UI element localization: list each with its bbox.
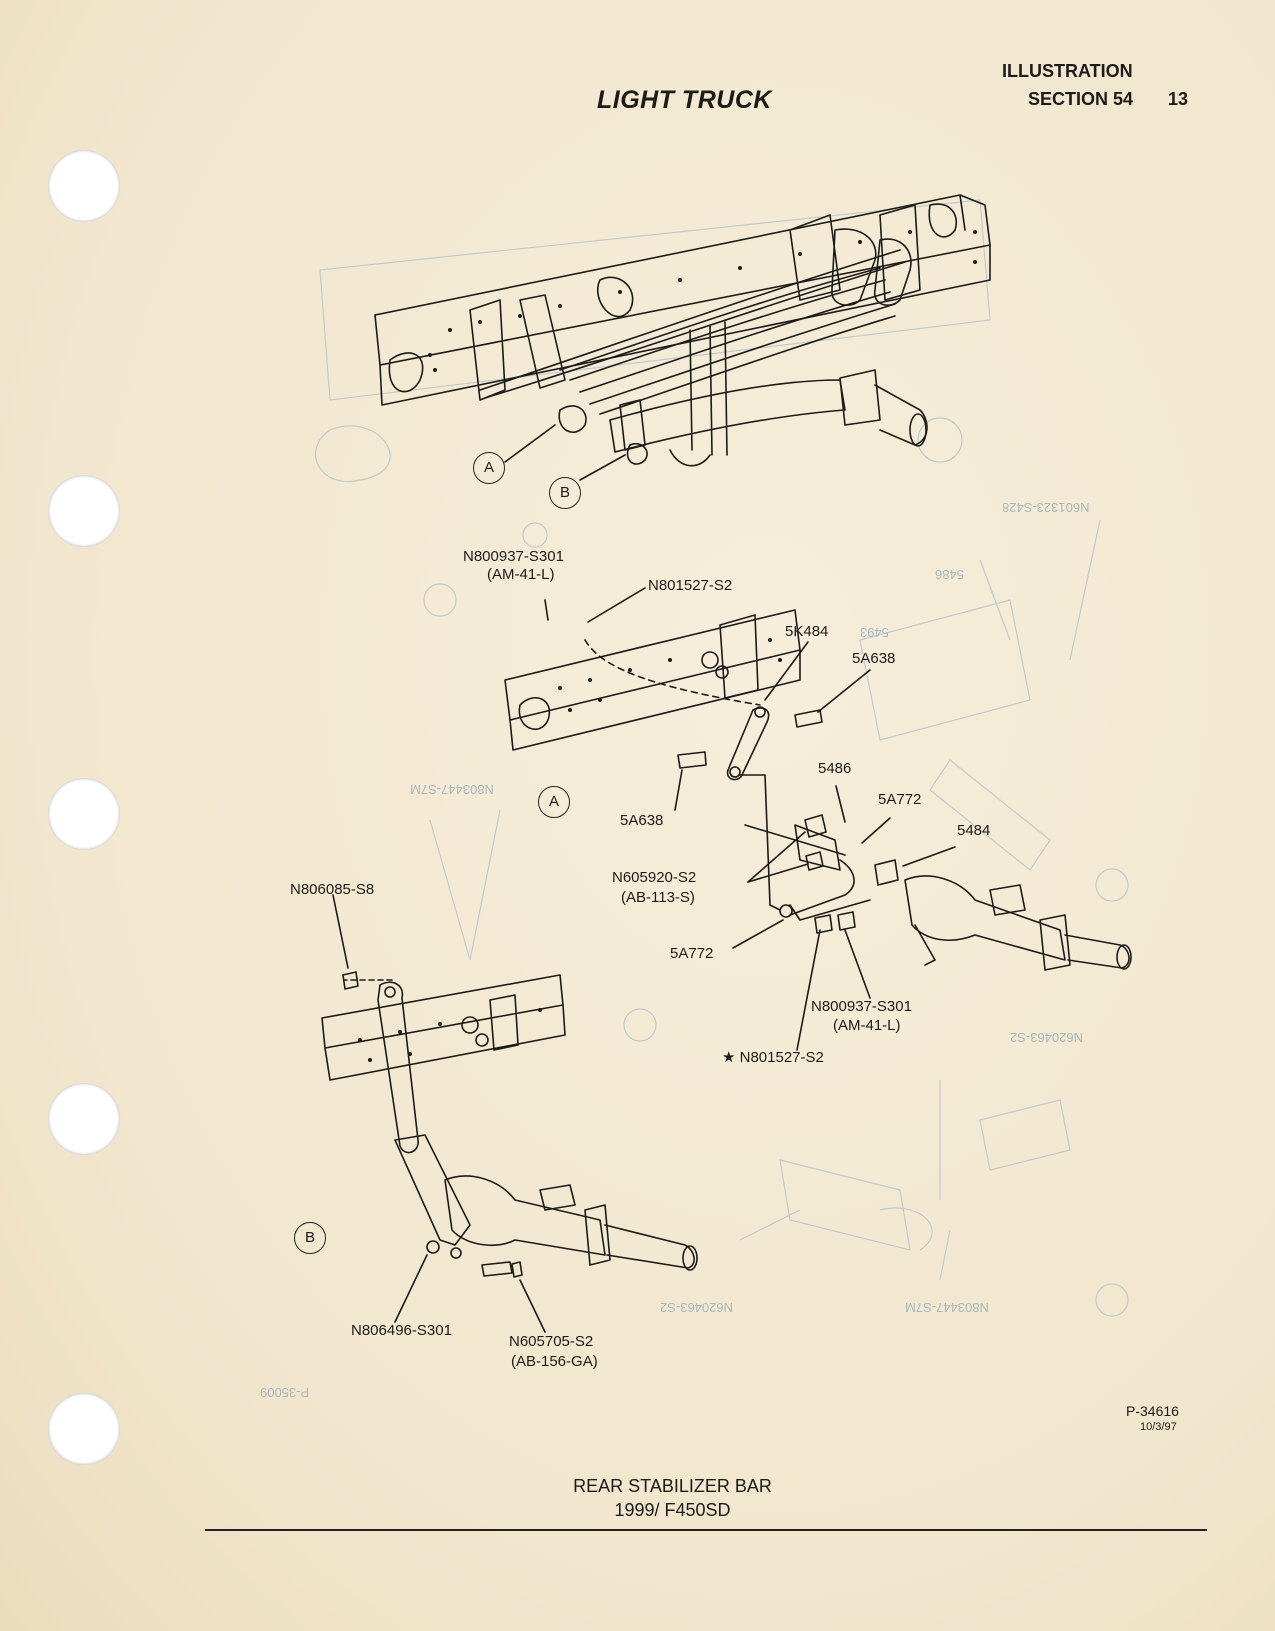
part-label: 5A772: [670, 945, 714, 962]
detail-b-frame: [321, 971, 698, 1278]
part-label: N801527-S2: [648, 577, 733, 594]
bleed-through-text: 5486: [935, 567, 964, 582]
callout-a-overview: A: [473, 452, 505, 484]
part-label: 5A638: [620, 812, 664, 829]
callout-b-overview: B: [549, 477, 581, 509]
callout-detail-a: A: [538, 786, 570, 818]
binder-hole: [48, 778, 120, 850]
bleed-through-text: N803447-S7M: [410, 782, 494, 797]
binder-hole: [48, 1393, 120, 1465]
part-label: 5486: [818, 760, 852, 777]
part-label: 5484: [957, 822, 991, 839]
figure-date: 10/3/97: [1140, 1421, 1177, 1433]
callout-detail-b: B: [294, 1222, 326, 1254]
bleed-through-text: 5493: [860, 625, 889, 640]
figure-id: P-34616: [1126, 1403, 1179, 1419]
bleed-through-drawing: [314, 199, 1129, 1317]
part-label: N800937-S301: [811, 998, 912, 1015]
part-spec: (AM-41-L): [833, 1017, 901, 1034]
part-label: N605920-S2: [612, 869, 697, 886]
bleed-through-text: N803447-S7M: [905, 1300, 989, 1315]
part-label: 5A638: [852, 650, 896, 667]
bleed-through-text: P-35009: [260, 1385, 310, 1400]
bleed-through-text: N620463-S2: [660, 1300, 733, 1315]
part-label: 5K484: [785, 623, 829, 640]
footer-rule: [205, 1529, 1207, 1531]
part-label: 5A772: [878, 791, 922, 808]
page-title: LIGHT TRUCK: [597, 86, 772, 114]
bleed-through-text: N601323-S428: [1002, 500, 1090, 515]
part-label: N806085-S8: [290, 881, 375, 898]
binder-hole: [48, 475, 120, 547]
part-spec: (AM-41-L): [487, 566, 555, 583]
part-spec: (AB-156-GA): [511, 1353, 598, 1370]
overview-frame: [374, 194, 991, 467]
page-number: 13: [1168, 89, 1189, 109]
part-label: N800937-S301: [463, 548, 564, 565]
binder-hole: [48, 1083, 120, 1155]
section-number: SECTION 54: [1028, 89, 1134, 109]
part-label: N605705-S2: [509, 1333, 594, 1350]
part-spec: (AB-113-S): [621, 889, 695, 906]
detail-a-frame: [504, 609, 1132, 971]
bleed-through-text: N620463-S2: [1010, 1030, 1083, 1045]
caption-title: REAR STABILIZER BAR: [573, 1476, 772, 1496]
binder-hole: [48, 150, 120, 222]
section-label: ILLUSTRATION: [1002, 61, 1133, 81]
caption-model: 1999/ F450SD: [614, 1500, 731, 1520]
part-label: N806496-S301: [351, 1322, 452, 1339]
part-label: ★ N801527-S2: [722, 1049, 824, 1066]
